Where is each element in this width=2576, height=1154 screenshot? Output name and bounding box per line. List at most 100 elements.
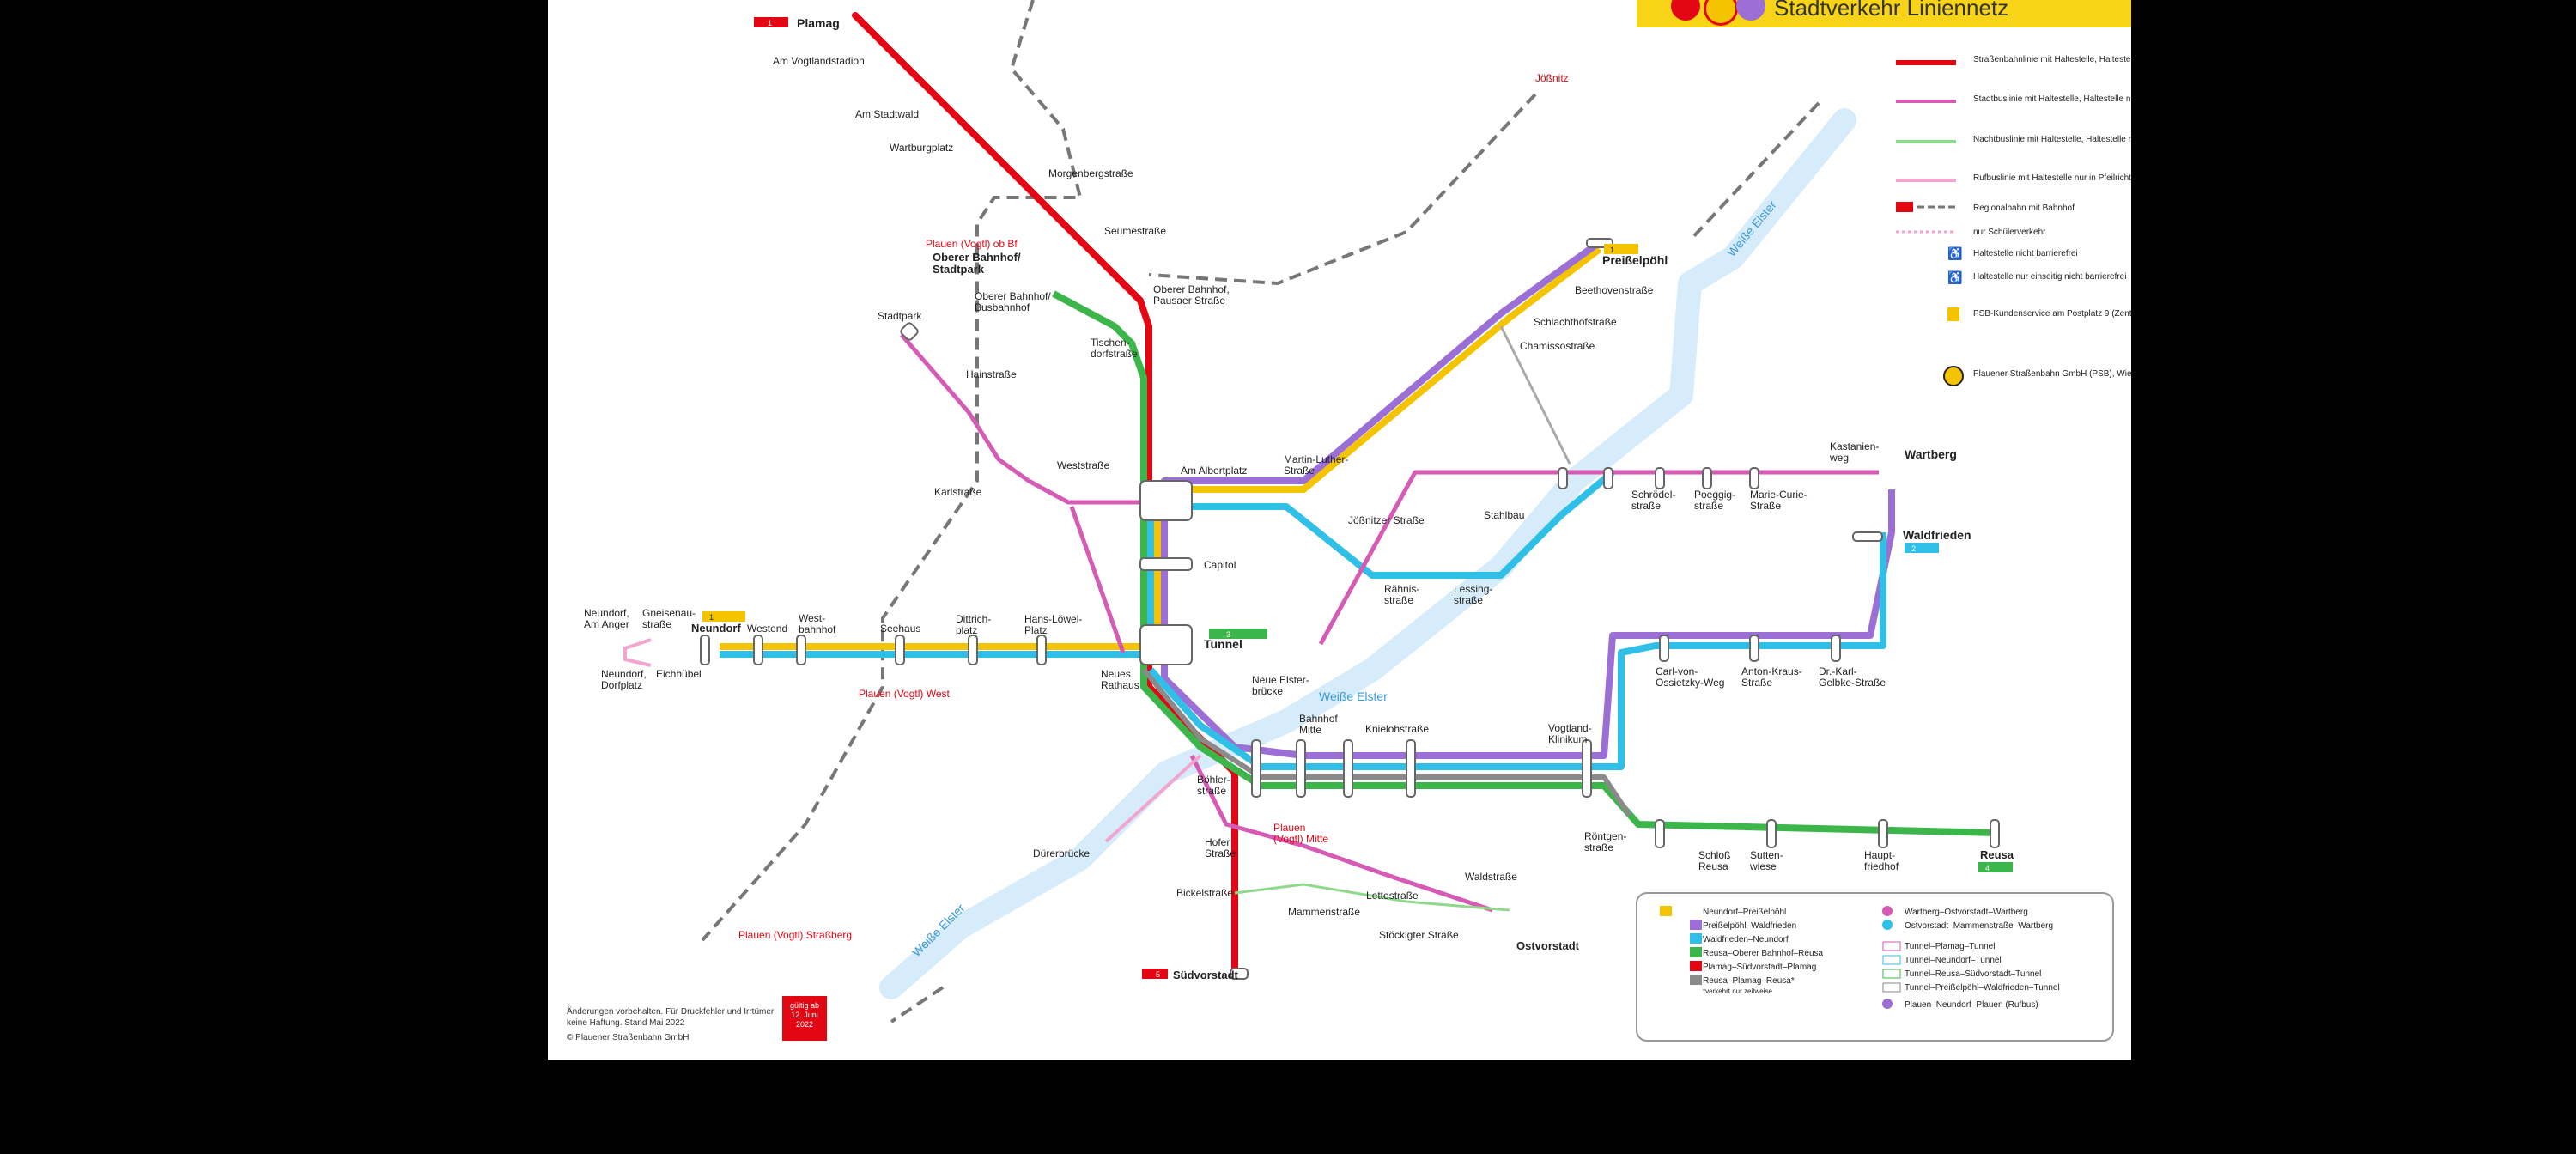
badge-neundorf-label: 1 — [709, 613, 714, 622]
station-eichhuebel: Eichhübel — [656, 668, 702, 680]
station-dr-karl-gelbke-2: Gelbke-Straße — [1819, 677, 1886, 689]
bus-line-pink — [900, 333, 1879, 913]
validity-line-3: 2022 — [795, 1020, 814, 1029]
validity-line-2: 12. Juni — [791, 1011, 818, 1019]
station-plauen-mitte-2: (Vogtl) Mitte — [1273, 833, 1328, 845]
station-westbahnhof: West- — [799, 612, 825, 624]
legend-line-note: *verkehrt nur zeitweise — [1703, 987, 1772, 995]
station-beethovenstrasse: Beethovenstraße — [1575, 284, 1654, 296]
badge-waldfrieden-label: 2 — [1911, 544, 1916, 553]
badge-suedvorstadt-label: 5 — [1156, 970, 1160, 979]
legend-night-n4: Tunnel–Preißelpöhl–Waldfrieden–Tunnel — [1905, 983, 2060, 993]
legend-line-5: Plamag–Südvorstadt–Plamag — [1703, 963, 1816, 972]
station-carl-von-ossietzky-2: Ossietzky-Weg — [1656, 677, 1724, 689]
station-anton-kraus-2: Straße — [1741, 677, 1772, 689]
station-poeggig-2: straße — [1694, 500, 1723, 512]
station-plauen-mitte: Plauen — [1273, 822, 1305, 834]
river-weisse-elster — [879, 108, 1856, 999]
station-suttenwiese-2: wiese — [1749, 860, 1777, 872]
station-schroedel-2: straße — [1631, 500, 1661, 512]
badge-tunnel-label: 3 — [1226, 630, 1230, 639]
river-label-center: Weiße Elster — [1319, 689, 1388, 703]
legend-rufbus-line: Plauen–Neundorf–Plauen (Rufbus) — [1905, 1000, 2038, 1010]
station-capitol: Capitol — [1204, 559, 1236, 571]
station-oberer-bahnhof-stadtpark-2: Stadtpark — [933, 263, 985, 276]
legend-bus-ab: Ostvorstadt–Mammenstraße–Wartberg — [1905, 921, 2053, 931]
legend-4-badge — [1690, 947, 1702, 957]
station-neues-rathaus-2: Rathaus — [1101, 679, 1139, 691]
station-preisselpoehl: Preißelpöhl — [1602, 253, 1668, 267]
hub-capitol — [1139, 557, 1193, 571]
badge-preisselpoehl — [1604, 244, 1638, 254]
legend-nightbus: Nachtbuslinie mit Haltestelle, Haltestel… — [1973, 135, 2131, 144]
station-suedvorstadt: Südvorstadt — [1173, 969, 1239, 981]
station-boehlerstrasse: Böhler- — [1197, 774, 1230, 786]
station-weststrasse: Weststraße — [1057, 459, 1109, 471]
station-am-albertplatz: Am Albertplatz — [1181, 465, 1247, 477]
station-martin-luther-2: Straße — [1284, 465, 1315, 477]
station-schroedel: Schrödel- — [1631, 489, 1675, 501]
legend-line-6: Reusa–Plamag–Reusa* — [1703, 976, 1795, 986]
station-oberer-bahnhof-busbahnhof: Oberer Bahnhof/ — [975, 290, 1051, 302]
station-dittrichplatz-2: platz — [956, 624, 977, 636]
legend-n4-badge — [1882, 982, 1901, 993]
legend-kundenservice: PSB-Kundenservice am Postplatz 9 (Zentra… — [1973, 309, 2131, 319]
line-1-yellow — [720, 246, 1602, 650]
station-neues-rathaus: Neues — [1101, 668, 1131, 680]
line-2-purple — [1161, 239, 1895, 759]
legend-einseitig-icon: ♿ — [1947, 270, 1962, 285]
station-hans-loewel-2: Platz — [1024, 624, 1048, 636]
station-oberer-bahnhof-pausaer: Oberer Bahnhof, — [1153, 283, 1230, 295]
legend-bus-a: Wartberg–Ostvorstadt–Wartberg — [1905, 908, 2028, 917]
legend-n1-badge — [1882, 941, 1901, 951]
footer-line-1: Änderungen vorbehalten. Für Druckfehler … — [567, 1007, 775, 1017]
station-waldfrieden: Waldfrieden — [1903, 528, 1971, 542]
station-roentgenstrasse-2: straße — [1584, 841, 1613, 853]
station-martin-luther: Martin-Luther- — [1284, 453, 1348, 465]
station-plauen-strassberg: Plauen (Vogtl) Straßberg — [738, 929, 852, 941]
legend-regionalbahn: Regionalbahn mit Bahnhof — [1973, 203, 2075, 213]
legend-ab-badge — [1882, 920, 1893, 930]
station-vogtland-klinikum: Vogtland- — [1548, 722, 1592, 734]
badge-waldfrieden — [1905, 543, 1939, 553]
hub-tunnel — [1139, 624, 1193, 665]
station-knielohstrasse: Knielohstraße — [1365, 723, 1429, 735]
legend-bottom-box — [1636, 892, 2114, 1042]
station-kastanienweg: Kastanien- — [1830, 440, 1879, 452]
station-marie-curie-2: Straße — [1750, 500, 1781, 512]
station-hofer-strasse: Hofer — [1205, 836, 1230, 848]
station-bahnhof-mitte-2: Mitte — [1299, 724, 1321, 736]
network-map: Plamag Am Vogtlandstadion Am Stadtwald W… — [584, 0, 2131, 1042]
station-ostvorstadt: Ostvorstadt — [1516, 939, 1580, 952]
station-neundorf-am-anger-2: Am Anger — [584, 618, 629, 630]
badge-preisselpoehl-label: 1 — [1610, 246, 1614, 254]
station-schloss-reusa-2: Reusa — [1698, 860, 1728, 872]
station-wartburgplatz: Wartburgplatz — [890, 142, 953, 154]
legend-tram: Straßenbahnlinie mit Haltestelle, Haltes… — [1973, 55, 2131, 64]
banner-title: Stadtverkehr Liniennetz — [1774, 0, 2009, 21]
footer-line-2: keine Haftung. Stand Mai 2022 — [567, 1018, 685, 1028]
station-poeggig: Poeggig- — [1694, 489, 1735, 501]
footer-disclaimer: Änderungen vorbehalten. Für Druckfehler … — [567, 1006, 774, 1043]
station-dr-karl-gelbke: Dr.-Karl- — [1819, 665, 1857, 677]
legend-einseitig: Haltestelle nur einseitig nicht barriere… — [1973, 272, 2126, 282]
station-plamag: Plamag — [797, 16, 840, 30]
legend-night-n3: Tunnel–Reusa–Südvorstadt–Tunnel — [1905, 969, 2041, 979]
legend-nicht-barrierefrei-icon: ♿ — [1947, 246, 1962, 261]
station-joessnitzer-strasse: Jößnitzer Straße — [1348, 514, 1425, 526]
bus-line-light-pink — [623, 638, 1202, 843]
station-oberer-bahnhof-busbahnhof-2: Busbahnhof — [975, 301, 1030, 313]
station-wartberg: Wartberg — [1905, 447, 1957, 461]
legend-psb-icon — [1943, 366, 1964, 386]
legend-line-1: Neundorf–Preißelpöhl — [1703, 908, 1786, 917]
legend-night-n2: Tunnel–Neundorf–Tunnel — [1905, 956, 2002, 965]
station-oberer-bahnhof-pausaer-2: Pausaer Straße — [1153, 295, 1225, 307]
station-am-stadtwald: Am Stadtwald — [855, 108, 919, 120]
legend-psb: Plauener Straßenbahn GmbH (PSB), Wiesens… — [1973, 369, 2131, 379]
station-chamissostrasse: Chamissostraße — [1520, 340, 1595, 352]
badge-plamag-label: 1 — [768, 19, 772, 27]
station-hauptfriedhof: Haupt- — [1864, 849, 1895, 861]
station-plauen-west: Plauen (Vogtl) West — [859, 688, 950, 700]
station-westend: Westend — [747, 623, 787, 635]
header-banner: Stadtverkehr Liniennetz — [1637, 0, 2131, 27]
